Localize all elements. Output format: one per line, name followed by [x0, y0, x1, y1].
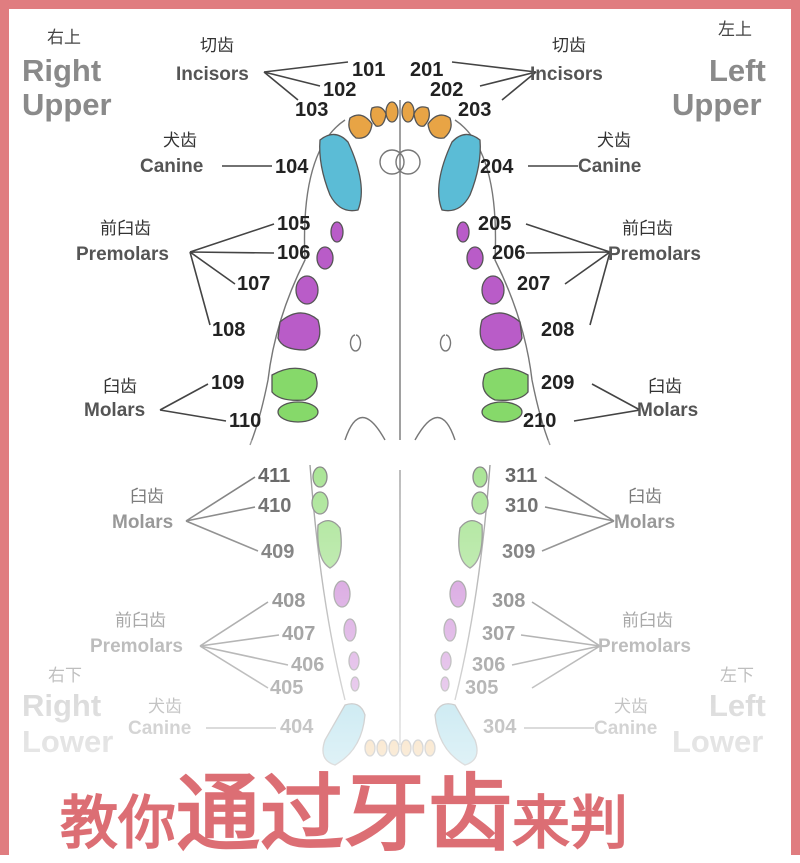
- label-lower-molars-en-right: Molars: [112, 512, 174, 533]
- tooth-number: 108: [212, 319, 246, 341]
- headline-part-2: 通过牙齿: [176, 765, 513, 863]
- label-lower-canine-en-right: Canine: [128, 718, 192, 739]
- quadrant-right-lower-en2: Lower: [22, 724, 114, 759]
- tooth-number: 110: [229, 410, 262, 432]
- label-canine-en-left: Canine: [578, 156, 642, 177]
- tooth-number: 102: [323, 79, 357, 101]
- tooth-number: 310: [505, 495, 539, 517]
- tooth-number: 106: [277, 242, 311, 264]
- quadrant-left-lower-cn: 左下: [720, 666, 754, 686]
- tooth-number: 406: [291, 654, 325, 676]
- tooth-number: 410: [258, 495, 292, 517]
- tooth-number: 308: [492, 590, 526, 612]
- tooth-number: 104: [275, 156, 309, 178]
- label-incisors-cn-right: 切齿: [200, 36, 234, 56]
- tooth-number: 407: [282, 623, 316, 645]
- tooth-number: 405: [270, 677, 304, 699]
- tooth-number: 209: [541, 372, 575, 394]
- label-lower-premolars-cn-left: 前臼齿: [622, 611, 673, 631]
- tooth-number: 404: [280, 716, 314, 738]
- quadrant-left-upper-cn: 左上: [718, 20, 752, 40]
- tooth-number: 203: [458, 99, 492, 121]
- label-molars-cn-right: 臼齿: [103, 377, 137, 397]
- tooth-number: 101: [352, 59, 386, 81]
- incisor-teeth: [348, 101, 452, 139]
- label-canine-cn-left: 犬齿: [597, 131, 631, 151]
- tooth-number: 206: [492, 242, 526, 264]
- tooth-number: 103: [295, 99, 329, 121]
- tooth-number: 107: [237, 273, 271, 295]
- quadrant-right-lower-cn: 右下: [48, 666, 82, 686]
- tooth-number: 305: [465, 677, 499, 699]
- label-molars-cn-left: 臼齿: [648, 377, 682, 397]
- label-molars-en-right: Molars: [84, 400, 146, 421]
- tooth-number: 309: [502, 541, 536, 563]
- tooth-number: 204: [480, 156, 514, 178]
- tooth-number: 202: [430, 79, 464, 101]
- label-lower-molars-en-left: Molars: [614, 512, 676, 533]
- tooth-number: 207: [517, 273, 551, 295]
- label-incisors-cn-left: 切齿: [552, 36, 586, 56]
- quadrant-left-lower-en1: Left: [709, 688, 766, 723]
- label-incisors-en-right: Incisors: [176, 64, 249, 85]
- quadrant-left-upper-en2: Upper: [672, 87, 762, 122]
- label-incisors-en-left: Incisors: [530, 64, 603, 85]
- label-lower-canine-en-left: Canine: [594, 718, 658, 739]
- quadrant-right-upper-en2: Upper: [22, 87, 112, 122]
- label-lower-premolars-en-right: Premolars: [90, 636, 183, 657]
- label-canine-en-right: Canine: [140, 156, 204, 177]
- quadrant-left-lower-en2: Lower: [672, 724, 764, 759]
- label-lower-molars-cn-right: 臼齿: [130, 487, 164, 507]
- headline-part-3: 来判: [512, 789, 629, 857]
- label-canine-cn-right: 犬齿: [163, 131, 197, 151]
- premolar-teeth: [277, 221, 523, 351]
- label-molars-en-left: Molars: [637, 400, 699, 421]
- tooth-number: 208: [541, 319, 575, 341]
- quadrant-right-upper-en1: Right: [22, 53, 102, 88]
- headline-part-1: 教你: [60, 789, 177, 857]
- tooth-number: 411: [258, 465, 291, 487]
- tooth-number: 409: [261, 541, 295, 563]
- canine-teeth: [319, 133, 481, 212]
- tooth-number: 205: [478, 213, 512, 235]
- label-lower-molars-cn-left: 臼齿: [628, 487, 662, 507]
- label-premolars-en-right: Premolars: [76, 244, 169, 265]
- label-premolars-cn-left: 前臼齿: [622, 219, 673, 239]
- tooth-number: 307: [482, 623, 516, 645]
- tooth-number: 408: [272, 590, 306, 612]
- tooth-number: 306: [472, 654, 506, 676]
- quadrant-right-upper-cn: 右上: [47, 28, 81, 48]
- tooth-number: 210: [523, 410, 557, 432]
- tooth-number: 201: [410, 59, 444, 81]
- label-premolars-en-left: Premolars: [608, 244, 701, 265]
- headline: 教你通过牙齿来判: [60, 772, 628, 856]
- tooth-number: 105: [277, 213, 311, 235]
- quadrant-right-lower-en1: Right: [22, 688, 102, 723]
- label-lower-canine-cn-left: 犬齿: [614, 697, 648, 717]
- label-lower-premolars-en-left: Premolars: [598, 636, 691, 657]
- quadrant-left-upper-en1: Left: [709, 53, 766, 88]
- tooth-number: 109: [211, 372, 245, 394]
- tooth-number: 311: [505, 465, 538, 487]
- label-lower-canine-cn-right: 犬齿: [148, 697, 182, 717]
- tooth-number: 304: [483, 716, 517, 738]
- label-premolars-cn-right: 前臼齿: [100, 219, 151, 239]
- label-lower-premolars-cn-right: 前臼齿: [115, 611, 166, 631]
